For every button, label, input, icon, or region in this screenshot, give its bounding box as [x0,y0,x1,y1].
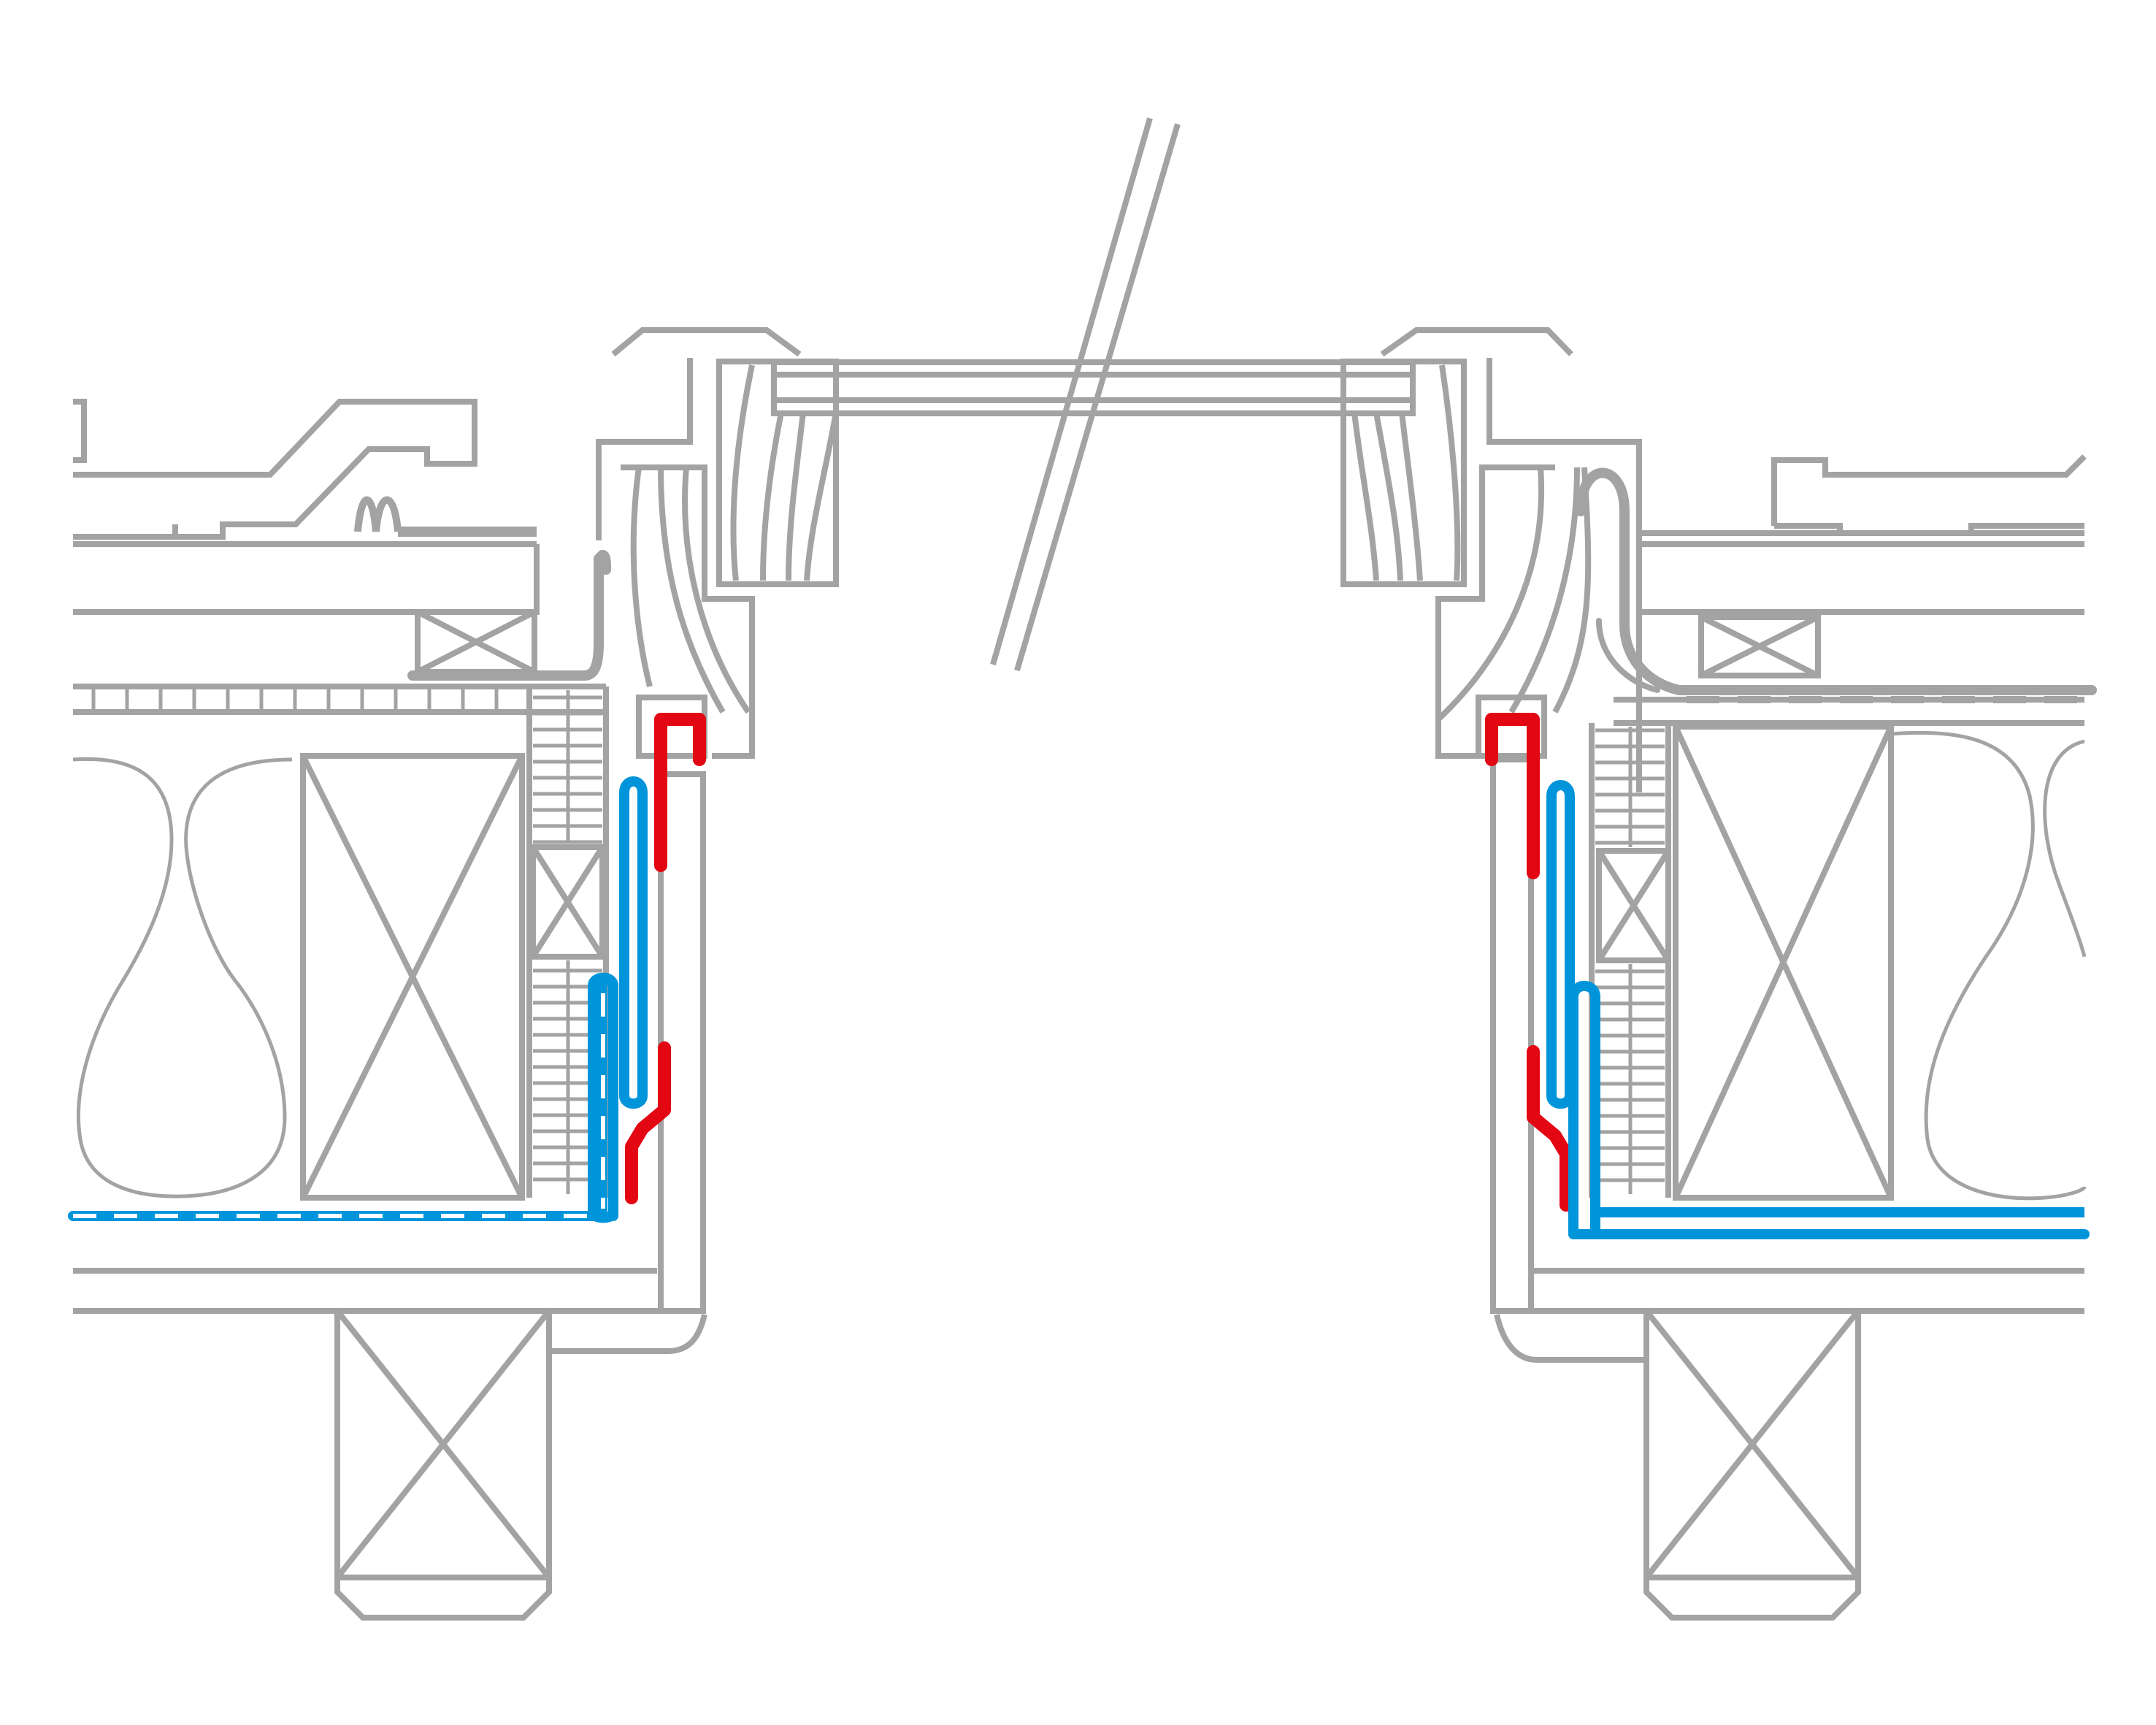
left-interior-lining [73,1268,707,1621]
left-flashing [407,550,611,681]
right-flashing [1576,467,2097,695]
right-membrane [1546,780,2090,1239]
left-roof-layers [73,541,606,715]
left-membrane [68,776,648,1223]
glazing-sash [771,117,1416,672]
left-insulation [72,757,293,1198]
right-roof-section [1340,327,2097,1621]
right-lining-board [1490,757,1534,1314]
left-lining-board [658,771,706,1314]
left-roof-section [68,327,839,1621]
right-roof-tiles [1614,454,2087,726]
left-rafter [300,753,525,1201]
left-vapour-barrier [625,713,706,1204]
left-counter-battens [91,686,499,712]
right-vapour-barrier [1485,713,1573,1212]
right-rafter [1673,724,1894,1201]
left-window-frame [596,327,839,759]
right-interior-lining [1494,1268,2084,1621]
right-window-frame [1340,327,1642,792]
right-wood-column [1589,723,1671,1198]
left-roof-tiles [73,399,537,540]
right-insulation [1890,730,2087,1201]
